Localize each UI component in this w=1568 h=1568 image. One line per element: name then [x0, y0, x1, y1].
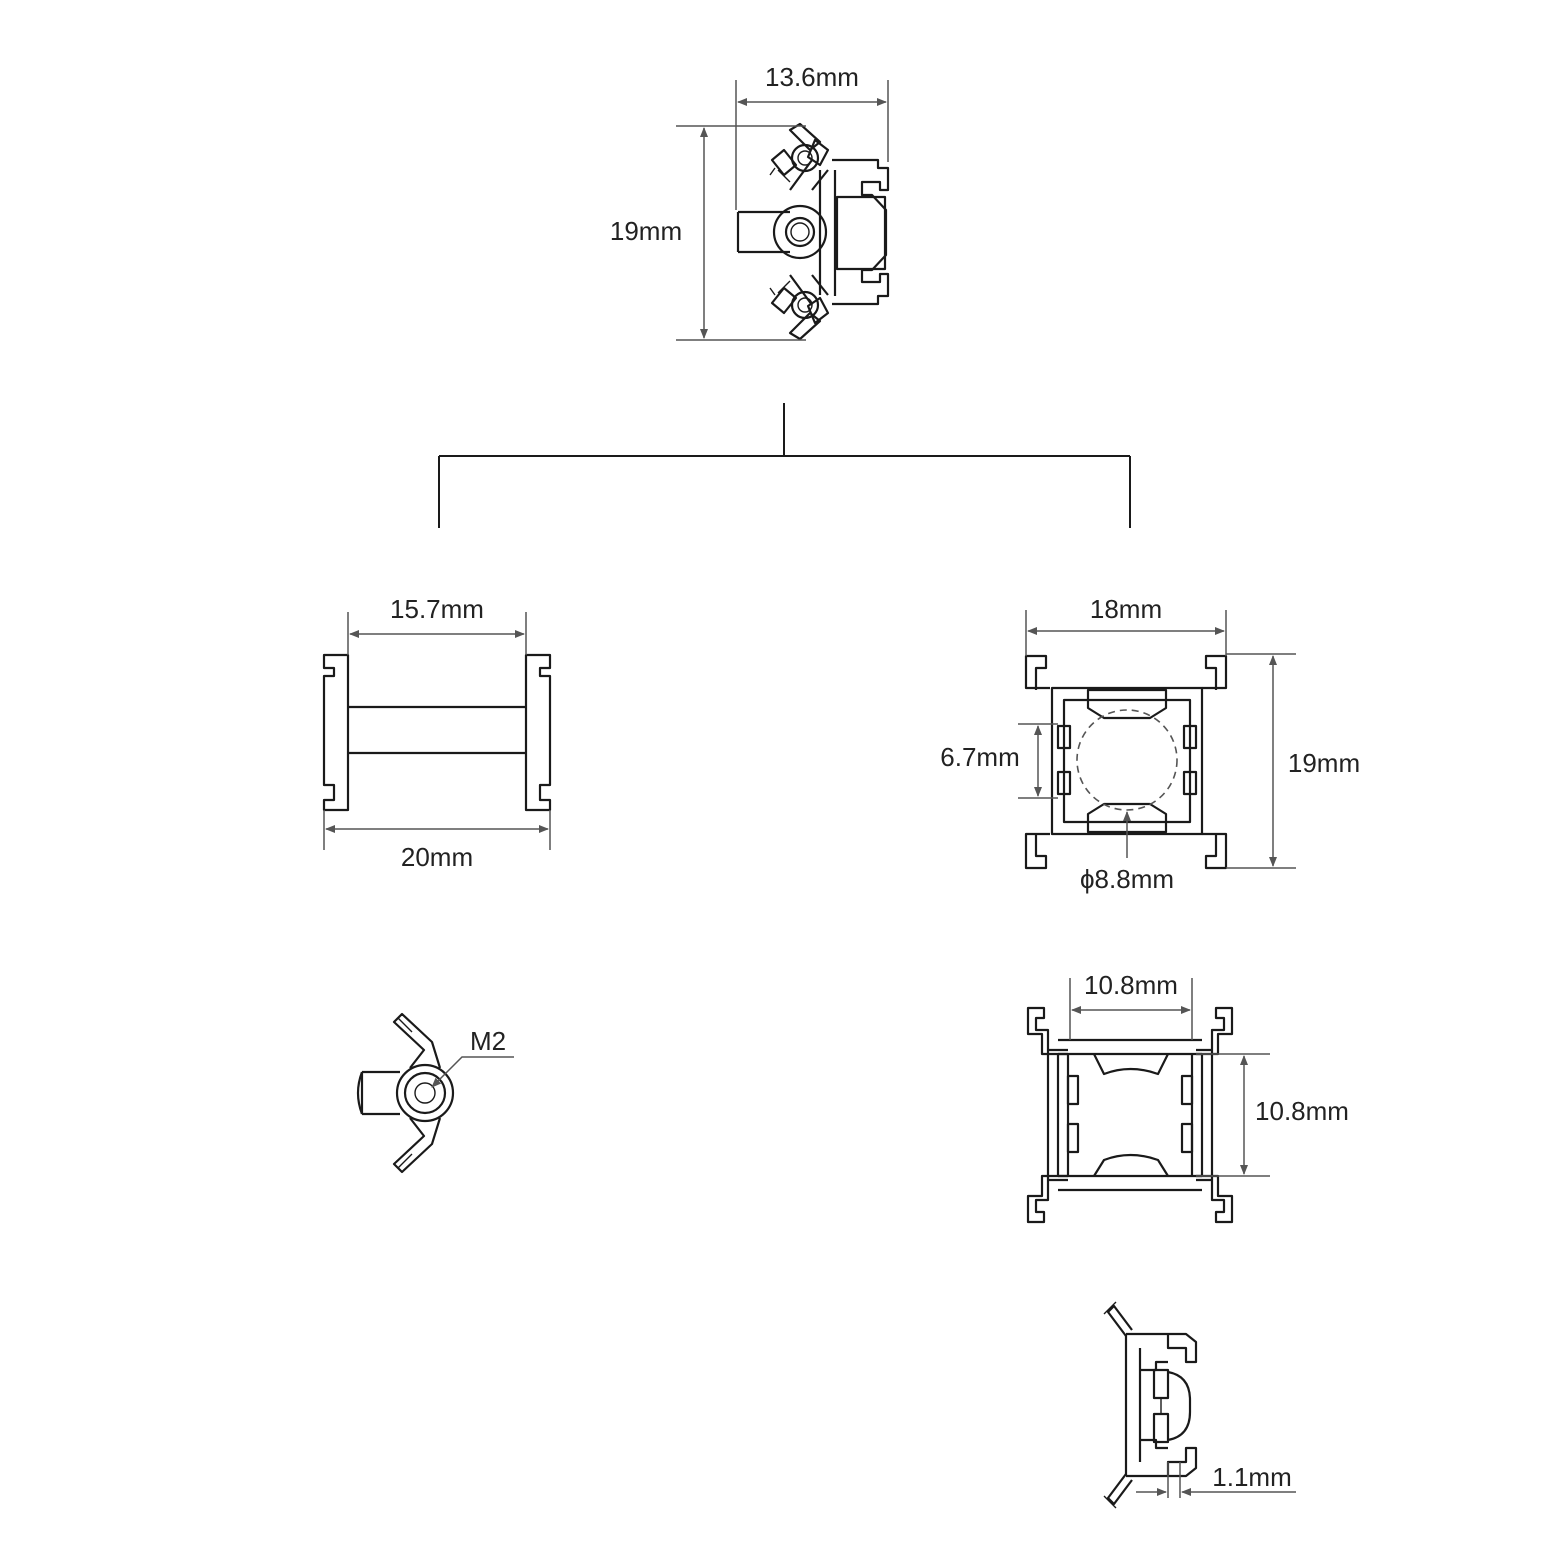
dim-wing-nut-thread: M2	[470, 1026, 506, 1056]
dim-top-height: 19mm	[610, 216, 682, 246]
dim-lower-height: 10.8mm	[1255, 1096, 1349, 1126]
dim-top-width: 13.6mm	[765, 62, 859, 92]
dim-side-gap: 1.1mm	[1212, 1462, 1291, 1492]
side-wing-view	[1103, 1301, 1296, 1509]
wing-nut-view	[356, 1012, 514, 1174]
right-front-view	[1018, 610, 1296, 870]
dim-right-bore-diameter: ϕ8.8mm	[1080, 864, 1174, 894]
dim-right-width: 18mm	[1090, 594, 1162, 624]
dim-lower-width: 10.8mm	[1084, 970, 1178, 1000]
lower-right-view	[1026, 978, 1270, 1224]
dim-right-slot-height: 6.7mm	[940, 742, 1019, 772]
dim-right-height: 19mm	[1288, 748, 1360, 778]
dim-left-inner-width: 15.7mm	[390, 594, 484, 624]
dim-left-outer-width: 20mm	[401, 842, 473, 872]
left-side-view	[322, 612, 552, 850]
tree-connector	[438, 403, 1131, 528]
top-assembly-view	[676, 80, 890, 341]
